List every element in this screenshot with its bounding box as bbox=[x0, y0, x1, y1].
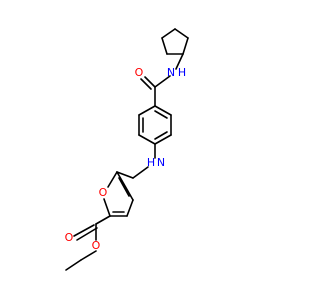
bond bbox=[80, 250, 97, 261]
bond bbox=[116, 171, 134, 179]
bond bbox=[154, 131, 168, 140]
molecule-canvas: N H O N H O O O bbox=[65, 28, 189, 271]
bond bbox=[154, 75, 171, 88]
bond bbox=[174, 28, 189, 39]
bond bbox=[65, 259, 82, 271]
amine-linker bbox=[116, 143, 156, 179]
bond bbox=[73, 224, 95, 237]
amide-n-symbol: N bbox=[167, 66, 175, 79]
bond bbox=[76, 227, 98, 241]
bond bbox=[126, 199, 134, 217]
atom-labels: N H O N H O O O bbox=[65, 66, 186, 252]
amine-n-hydrogen: H bbox=[147, 156, 155, 169]
bond bbox=[107, 171, 118, 188]
amine-n-symbol: N bbox=[157, 156, 165, 169]
molecule-structure: N H O N H O O O bbox=[65, 28, 189, 271]
bond bbox=[138, 134, 156, 145]
amide-group bbox=[140, 53, 184, 107]
bond bbox=[161, 37, 168, 55]
bond bbox=[175, 53, 184, 70]
ester-oxygen-label: O bbox=[92, 239, 101, 252]
amide-n-hydrogen: H bbox=[178, 66, 186, 79]
amine-nitrogen-label: N H bbox=[147, 156, 165, 169]
benzene-ring bbox=[138, 105, 172, 145]
cyclopentyl-ring bbox=[161, 28, 189, 55]
furan-oxygen-label: O bbox=[99, 186, 108, 199]
bond bbox=[116, 171, 134, 201]
bond bbox=[161, 28, 176, 39]
bond bbox=[182, 37, 189, 55]
ester-group bbox=[65, 215, 111, 271]
bond bbox=[154, 105, 172, 116]
bond bbox=[118, 177, 130, 197]
bond bbox=[95, 215, 111, 225]
bond bbox=[140, 78, 152, 90]
amide-nitrogen-label: N H bbox=[167, 66, 186, 79]
bond bbox=[154, 134, 172, 145]
bond bbox=[132, 166, 149, 179]
amide-oxygen-label: O bbox=[135, 66, 144, 79]
bond bbox=[154, 110, 168, 119]
furan-ring bbox=[103, 171, 134, 217]
bond bbox=[144, 76, 156, 88]
ester-carbonyl-oxygen-label: O bbox=[65, 231, 74, 244]
bond bbox=[138, 105, 156, 116]
bond bbox=[103, 198, 111, 217]
